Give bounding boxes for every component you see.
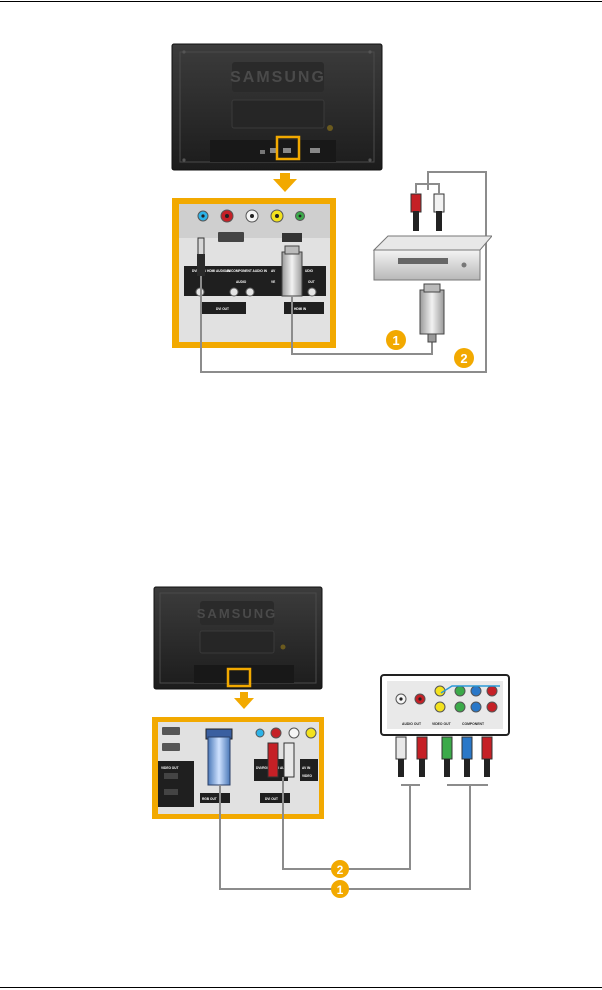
monitor-rear-2: SAMSUNG <box>153 586 323 690</box>
zoomed-port-panel: DVI/RGB/ HDMI AUDIO IN AV/COMPONENT AUDI… <box>172 198 336 348</box>
port-label-hdmi-in: HDMI IN <box>294 307 307 311</box>
monitor-brand-logo-2: SAMSUNG <box>197 606 277 621</box>
svg-text:2: 2 <box>337 863 344 877</box>
external-component-device: AUDIO OUT VIDEO OUT COMPONENT <box>380 674 510 736</box>
zoomed-port-panel-2: VIDEO OUT DVI/RGB/ HDMI AUDIO IN DVI OUT… <box>152 717 324 819</box>
device-rca-plugs <box>395 736 493 777</box>
zoom-arrow <box>273 173 297 192</box>
svg-text:1: 1 <box>392 333 399 348</box>
cable-1-hdmi <box>291 296 433 355</box>
port-label-out-partial: OUT <box>308 280 315 284</box>
bottom-rule <box>0 987 602 988</box>
top-jacks <box>197 209 305 223</box>
port-label-dvi-out: DVI OUT <box>216 307 229 311</box>
port-label-av-audio: AV/COMPONENT AUDIO IN <box>226 269 268 273</box>
device-label-video-out: VIDEO OUT <box>432 722 452 726</box>
badge-1: 1 <box>386 330 406 350</box>
port-label-audio-lr: AUDIO <box>236 280 247 284</box>
port-label-rgb-out-2: RGB OUT <box>202 797 217 801</box>
rca-audio-plugs <box>410 183 445 231</box>
port-label-av-in-2: AV IN <box>302 766 311 770</box>
monitor-brand-logo: SAMSUNG <box>230 69 326 86</box>
port-label-dvi-out-2: DVI OUT <box>265 797 278 801</box>
badge-2-fig2: 2 <box>331 860 349 878</box>
device-label-component: COMPONENT <box>462 722 485 726</box>
svg-text:1: 1 <box>337 883 344 897</box>
monitor-rear: SAMSUNG <box>171 43 383 171</box>
figure-hdmi-connection-diagram: SAMSUNG DVI/RGB/ HDMI AUDIO IN AV/COMPON… <box>171 43 492 373</box>
badge-1-fig2: 1 <box>331 880 349 898</box>
top-rule <box>0 1 602 2</box>
port-label-audio-partial: UDIO <box>305 269 313 273</box>
port-label-ve-partial: VE <box>271 280 275 284</box>
cable-2-audio <box>200 171 487 373</box>
badge-2: 2 <box>454 348 474 368</box>
figure-component-connection-diagram: SAMSUNG VIDEO OUT DVI/RGB/ HDMI AUDIO IN… <box>152 586 510 898</box>
zoom-arrow-2 <box>234 692 254 709</box>
port-label-video-2: VIDEO <box>302 774 312 778</box>
port-label-video-out-2: VIDEO OUT <box>161 766 179 770</box>
port-label-av-partial: AV <box>271 269 276 273</box>
device-label-audio-out: AUDIO OUT <box>402 722 422 726</box>
svg-text:2: 2 <box>460 351 467 366</box>
device-hdmi-plug <box>419 283 445 343</box>
external-av-device <box>372 235 492 281</box>
port-label-dvi-audio: DVI/RGB/ HDMI AUDIO IN <box>192 269 231 273</box>
